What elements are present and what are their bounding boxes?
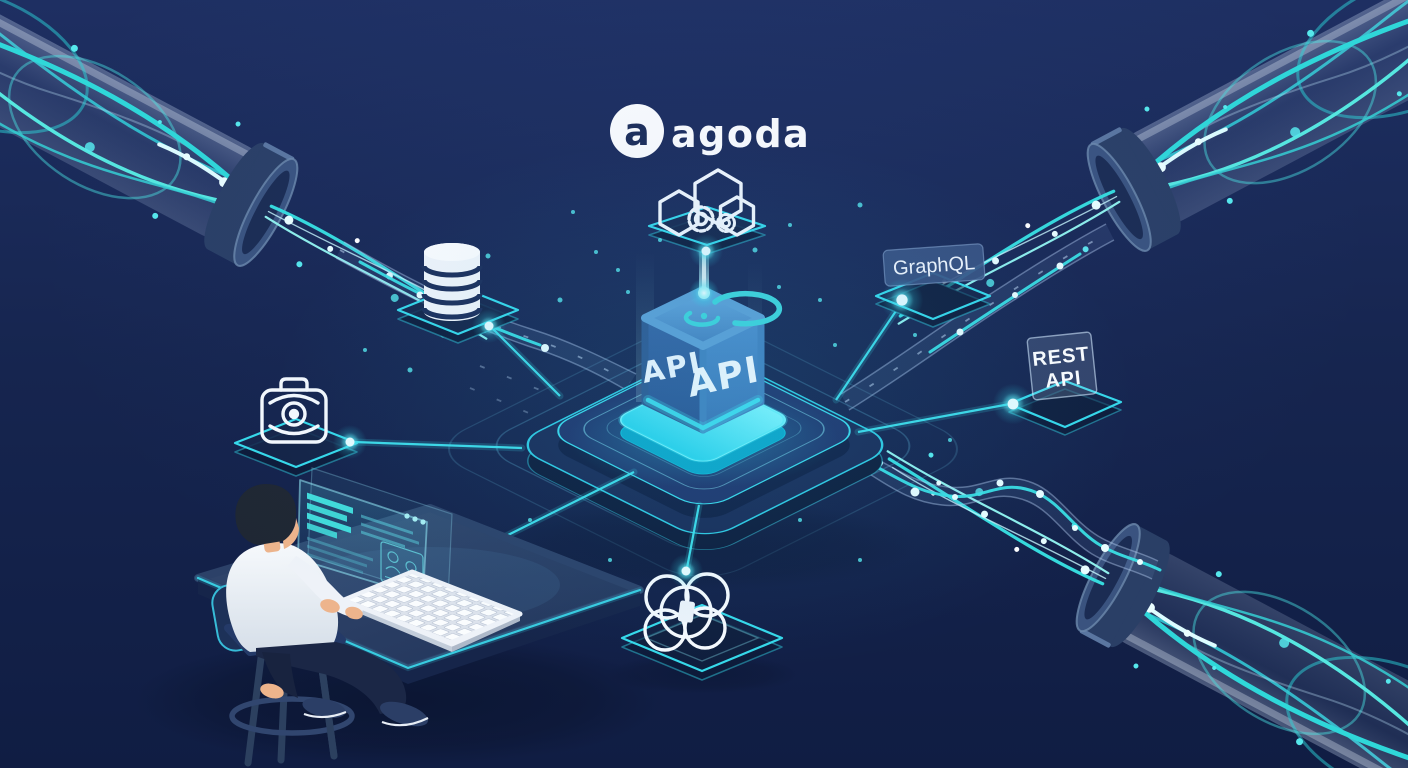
node-cloud <box>607 554 797 694</box>
logo-monogram: a <box>624 110 650 154</box>
chair-footrest-ring <box>229 696 355 736</box>
person-legs <box>256 642 407 714</box>
holo-screen-content <box>307 492 424 595</box>
window-dot-icon <box>412 516 418 522</box>
camera-icon <box>260 377 328 444</box>
ambient-particles <box>363 202 952 562</box>
logo-wordmark: agoda <box>671 112 810 156</box>
pipe-bottom-right <box>847 392 1408 768</box>
agoda-logo: a agoda <box>610 104 810 158</box>
database-icon <box>421 243 483 321</box>
person-arm <box>288 556 364 618</box>
keyboard <box>341 569 523 652</box>
rest-platform <box>1007 379 1123 429</box>
pipe-top-right <box>858 0 1408 383</box>
node-database <box>396 243 520 344</box>
connection-line-database <box>491 327 561 397</box>
connection-lines <box>350 298 1014 578</box>
rest-panel: REST API <box>1026 331 1098 401</box>
window-dot-icon <box>404 513 410 519</box>
swirl-icon <box>683 290 783 327</box>
person-hand <box>320 599 340 613</box>
hexagon-gear-cluster-icon <box>658 168 756 237</box>
connection-line-camera <box>353 440 523 450</box>
person-face <box>283 518 299 549</box>
api-cube: API API <box>639 236 783 434</box>
data-ribbons <box>335 223 1162 580</box>
glow-node <box>992 383 1034 425</box>
person-shoe <box>380 701 428 727</box>
person-shoe <box>302 698 346 718</box>
rest-label-line2: API <box>1044 367 1082 393</box>
glow-node <box>689 234 723 268</box>
connection-line-graphql <box>835 301 903 401</box>
person-foot <box>260 683 284 699</box>
graphql-panel: GraphQL <box>882 243 986 287</box>
node-integrations <box>647 168 767 268</box>
center-hub: API API <box>488 236 918 591</box>
logo-mark <box>610 104 664 158</box>
node-camera <box>233 377 367 477</box>
person-hand <box>345 606 363 620</box>
glow-node <box>880 278 924 322</box>
person <box>226 484 429 727</box>
glow-node <box>669 554 703 588</box>
connection-line-rest <box>857 402 1011 434</box>
node-rest-api: REST API <box>992 331 1123 436</box>
glow-node <box>472 309 506 343</box>
node-graphql: GraphQL <box>874 243 992 328</box>
person-hair <box>235 484 297 545</box>
workstation <box>135 467 665 767</box>
window-dot-icon <box>420 519 426 525</box>
glow-node <box>333 425 367 459</box>
holo-screen <box>297 467 453 601</box>
